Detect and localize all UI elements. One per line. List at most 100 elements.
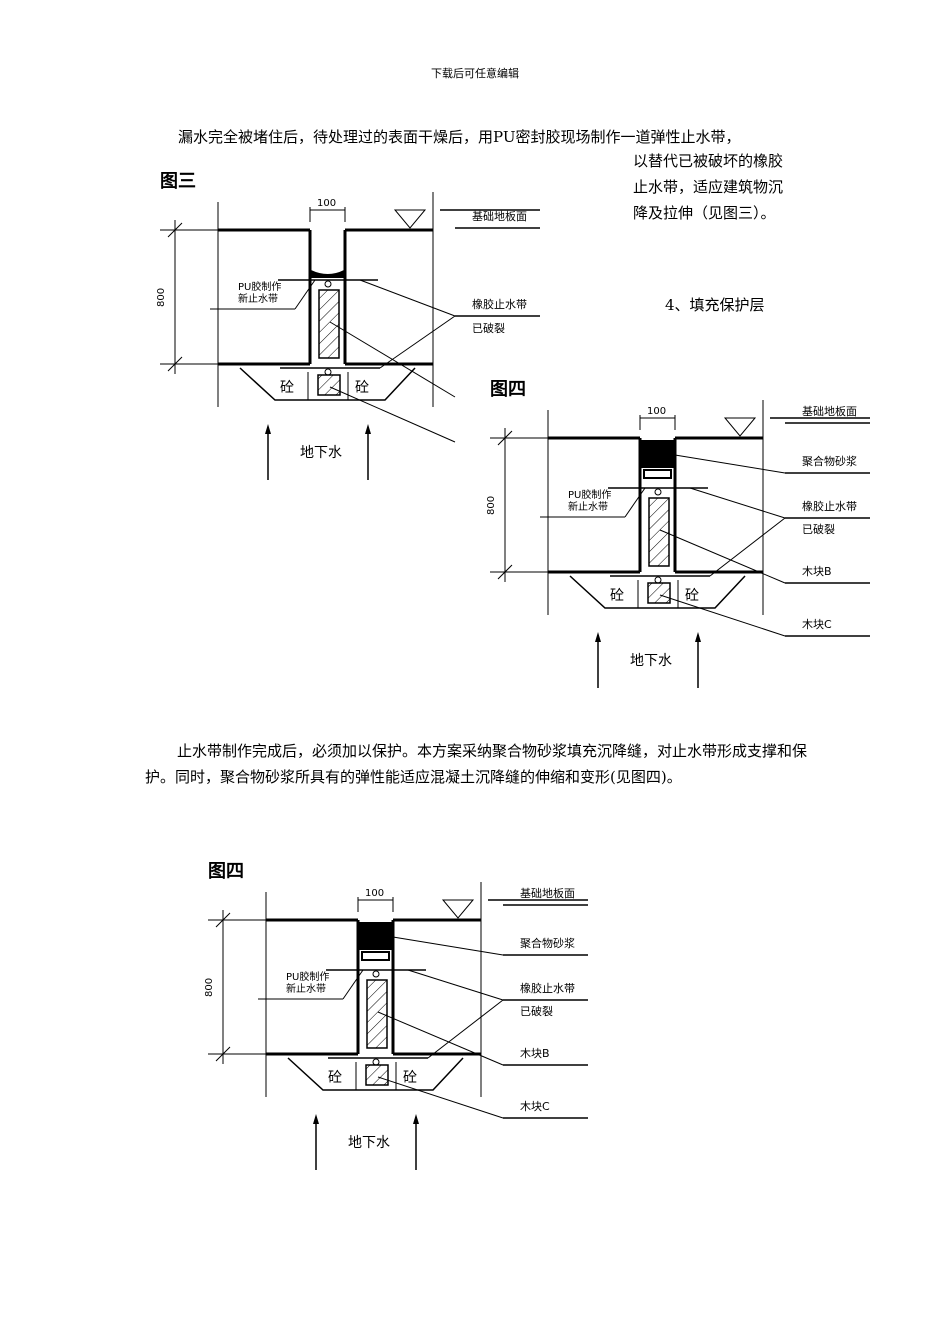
arrow-head-icon bbox=[313, 1114, 319, 1124]
arrow-head-icon bbox=[265, 424, 271, 434]
concrete-label: 砼 bbox=[355, 380, 369, 396]
leader bbox=[359, 279, 456, 317]
pu-label: PU胶制作 bbox=[238, 280, 281, 293]
arrow-head-icon bbox=[365, 424, 371, 434]
dim-tick bbox=[167, 222, 183, 238]
paragraph-1-wrap-2: 止水带，适应建筑物沉 bbox=[633, 178, 784, 196]
backer-rod bbox=[324, 368, 332, 376]
callout-label: 已破裂 bbox=[802, 522, 835, 536]
groundwater-label: 地下水 bbox=[630, 653, 672, 669]
water-level-symbol bbox=[393, 209, 427, 229]
callout-label: 已破裂 bbox=[472, 321, 505, 335]
dim-tick bbox=[497, 430, 513, 446]
paragraph-1-wrap-1: 以替代已被破坏的橡胶 bbox=[633, 152, 784, 170]
pu-label: 新止水带 bbox=[568, 500, 608, 513]
callout-label: 木块C bbox=[802, 618, 832, 631]
concrete-base bbox=[287, 1057, 464, 1091]
polymer-mortar-fill bbox=[641, 440, 674, 468]
backer-rod bbox=[372, 970, 380, 978]
callout-label: 基础地板面 bbox=[472, 209, 527, 223]
leader bbox=[329, 321, 456, 398]
backer-rod bbox=[372, 1058, 380, 1066]
callout-label: 木块C bbox=[520, 1100, 550, 1113]
wood-block-c bbox=[647, 582, 671, 604]
height-dimension: 800 bbox=[156, 288, 167, 307]
leader bbox=[329, 386, 456, 443]
callout-label: 已破裂 bbox=[520, 1004, 553, 1018]
arrow-head-icon bbox=[695, 632, 701, 642]
callout-label: 橡胶止水带 bbox=[520, 981, 575, 995]
pu-sealant bbox=[361, 951, 390, 961]
paragraph-1-line-1: 漏水完全被堵住后，待处理过的表面干燥后，用PU密封胶现场制作一道弹性止水带， bbox=[178, 128, 741, 146]
width-dimension: 100 bbox=[365, 888, 384, 899]
concrete-base bbox=[569, 575, 746, 609]
leader bbox=[659, 594, 786, 637]
leader bbox=[379, 315, 456, 369]
callout-label: 基础地板面 bbox=[802, 404, 857, 418]
pu-label: 新止水带 bbox=[286, 982, 326, 995]
pu-label: PU胶制作 bbox=[568, 488, 611, 501]
water-level-symbol bbox=[441, 899, 475, 919]
arrow-head-icon bbox=[413, 1114, 419, 1124]
leader bbox=[659, 529, 786, 584]
groundwater-label: 地下水 bbox=[300, 445, 342, 461]
figure-title: 图四 bbox=[490, 379, 526, 400]
polymer-mortar-fill bbox=[359, 922, 392, 950]
figure-title: 图三 bbox=[160, 171, 196, 192]
figure-title: 图四 bbox=[208, 861, 244, 882]
backer-rod bbox=[654, 488, 662, 496]
concrete-base bbox=[239, 367, 416, 401]
leader bbox=[674, 454, 786, 474]
wood-block-b bbox=[648, 497, 670, 567]
groundwater-label: 地下水 bbox=[348, 1135, 390, 1151]
water-level-symbol bbox=[723, 417, 757, 437]
concrete-label: 砼 bbox=[328, 1070, 342, 1086]
width-dimension: 100 bbox=[317, 198, 336, 209]
callout-label: 聚合物砂浆 bbox=[520, 936, 575, 950]
pu-leader bbox=[624, 487, 646, 518]
concrete-label: 砼 bbox=[280, 380, 294, 396]
callout-label: 木块B bbox=[802, 565, 832, 578]
dim-tick bbox=[497, 564, 513, 580]
concrete-label: 砼 bbox=[403, 1070, 417, 1086]
dim-tick bbox=[167, 356, 183, 372]
dim-tick bbox=[215, 1046, 231, 1062]
wood-block-b bbox=[366, 979, 388, 1049]
backer-rod bbox=[654, 576, 662, 584]
pu-sealant bbox=[643, 469, 672, 479]
pu-leader bbox=[342, 969, 364, 1000]
leader bbox=[689, 487, 786, 519]
width-dimension: 100 bbox=[647, 406, 666, 417]
figure-4-diagram-repeat: 图四100800砼砼PU胶制作新止水带基础地板面聚合物砂浆橡胶止水带已破裂木块B… bbox=[204, 861, 588, 1170]
leader bbox=[407, 969, 504, 1001]
leader bbox=[377, 1076, 504, 1119]
leader bbox=[392, 936, 504, 956]
leader bbox=[709, 517, 786, 577]
pu-label: PU胶制作 bbox=[286, 970, 329, 983]
page-header: 下载后可任意编辑 bbox=[431, 67, 519, 80]
leader bbox=[427, 999, 504, 1059]
wood-block-b bbox=[318, 289, 340, 359]
section-heading-4: 4、填充保护层 bbox=[665, 296, 765, 314]
height-dimension: 800 bbox=[486, 496, 497, 515]
pu-label: 新止水带 bbox=[238, 292, 278, 305]
callout-label: 木块B bbox=[520, 1047, 550, 1060]
pu-leader bbox=[294, 279, 316, 310]
callout-label: 聚合物砂浆 bbox=[802, 454, 857, 468]
height-dimension: 800 bbox=[204, 978, 215, 997]
pu-sealant bbox=[311, 270, 344, 278]
wood-block-c bbox=[317, 374, 341, 396]
paragraph-2: 止水带制作完成后，必须加以保护。本方案采纳聚合物砂浆填充沉降缝，对止水带形成支撑… bbox=[145, 742, 808, 786]
arrow-head-icon bbox=[595, 632, 601, 642]
callout-label: 橡胶止水带 bbox=[802, 499, 857, 513]
wood-block-c bbox=[365, 1064, 389, 1086]
callout-label: 橡胶止水带 bbox=[472, 297, 527, 311]
dim-tick bbox=[215, 912, 231, 928]
paragraph-1-wrap-3: 降及拉伸（见图三）。 bbox=[633, 204, 776, 222]
leader bbox=[377, 1011, 504, 1066]
concrete-label: 砼 bbox=[685, 588, 699, 604]
concrete-label: 砼 bbox=[610, 588, 624, 604]
